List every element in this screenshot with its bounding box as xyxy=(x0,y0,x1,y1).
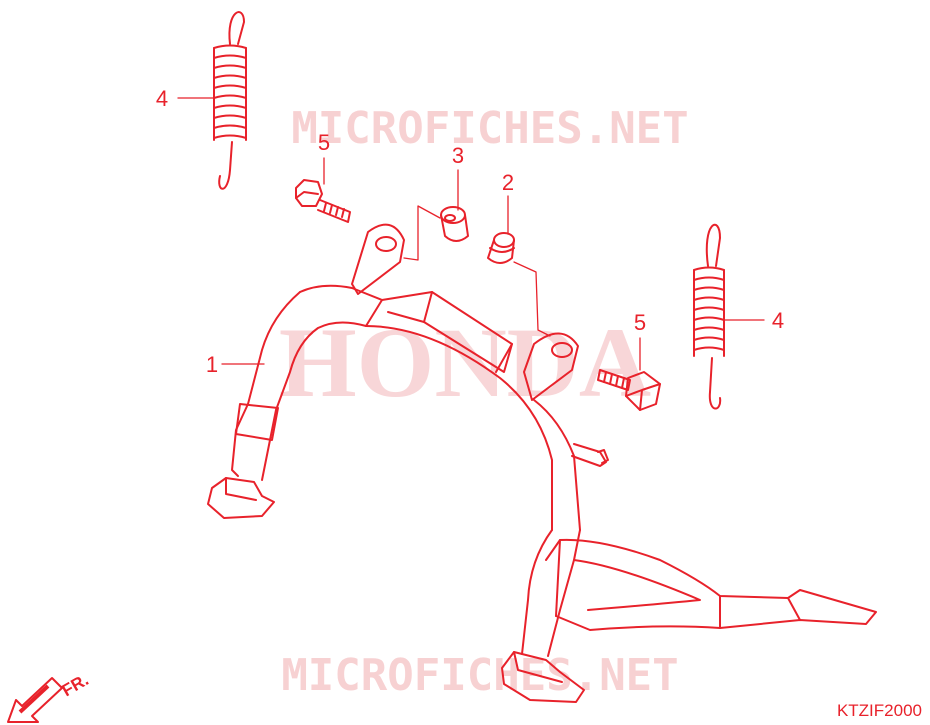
diagram-code: KTZIF2000 xyxy=(836,701,922,720)
spring-right xyxy=(693,223,725,410)
leader-bracket-right xyxy=(513,261,551,337)
leader-bracket-left xyxy=(403,205,441,261)
callout-collar: 2 xyxy=(502,170,514,195)
watermark-center: HONDA xyxy=(279,307,651,418)
callout-rubber: 3 xyxy=(452,143,464,168)
callout-spring-left: 4 xyxy=(156,86,168,111)
callout-frame: 1 xyxy=(206,352,218,377)
main-stand-frame xyxy=(207,223,877,703)
front-label: FR. xyxy=(59,670,92,700)
leader-lines xyxy=(177,97,765,371)
watermark-bottom: MICROFICHES.NET xyxy=(281,650,678,701)
callout-bolt-right: 5 xyxy=(634,310,646,335)
rubber-bushing xyxy=(440,206,469,242)
collar xyxy=(487,232,515,264)
front-direction-indicator: FR. xyxy=(7,670,92,723)
callout-spring-right: 4 xyxy=(772,308,784,333)
bolt-left xyxy=(295,179,351,223)
bolt-right xyxy=(597,369,661,411)
callout-bolt-left: 5 xyxy=(318,130,330,155)
spring-left xyxy=(213,11,247,190)
front-arrow-icon xyxy=(7,677,63,723)
watermark-top: MICROFICHES.NET xyxy=(291,103,688,154)
